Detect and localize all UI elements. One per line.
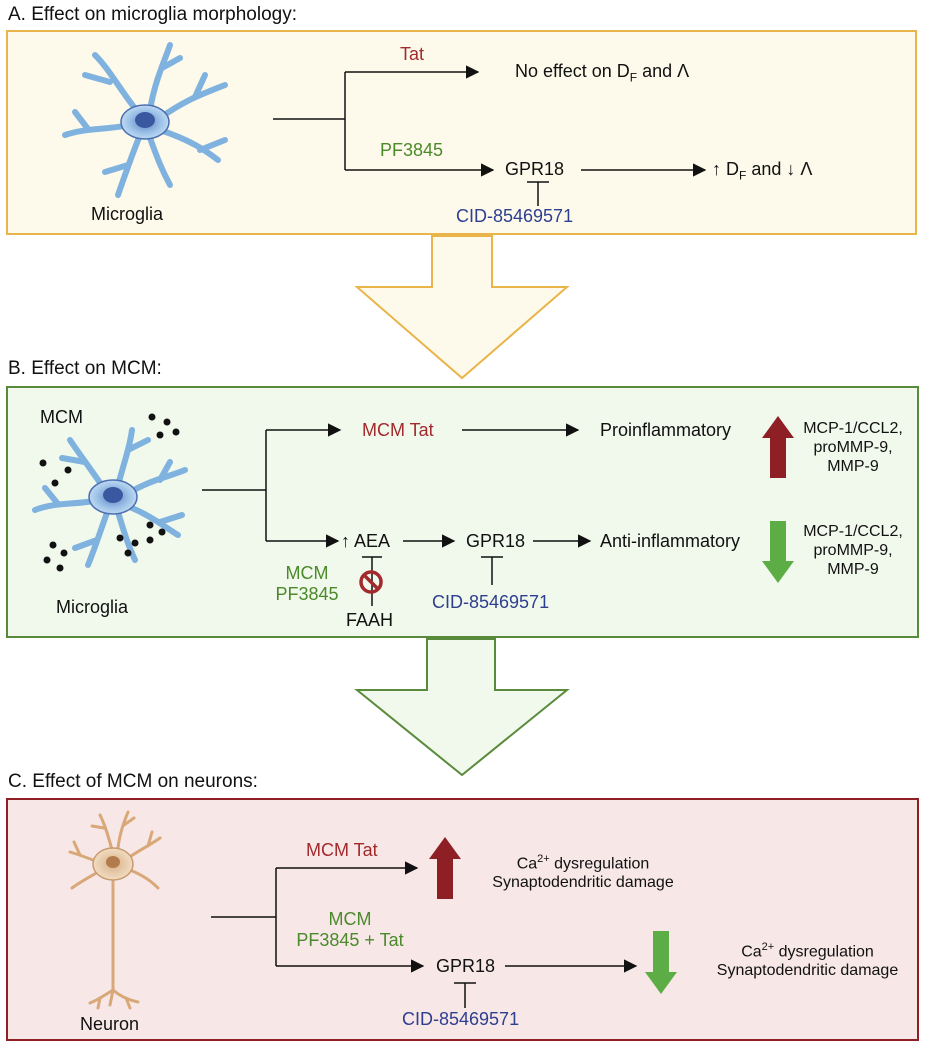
effect-line: Ca2+ dysregulation [516, 853, 650, 873]
microglia-label: Microglia [56, 597, 129, 617]
down-marker-list: MCP-1/CCL2, proMMP-9, MMP-9 [788, 522, 918, 579]
down-arrow-icon [762, 521, 794, 583]
panel-a-title: A. Effect on microglia morphology: [8, 4, 298, 25]
inhibitor-label: CID-85469571 [456, 206, 574, 226]
up-effects: Ca2+ dysregulation Synaptodendritic dama… [488, 850, 678, 892]
up-arrow-icon [762, 416, 794, 478]
neuron-icon [68, 810, 162, 1010]
result-text: ↑ DF and ↓ Λ [712, 159, 813, 183]
inhibitor-label: CID-85469571 [432, 592, 550, 612]
label-line: MCM [328, 909, 372, 929]
transition-arrow-b-to-c [354, 638, 570, 777]
up-arrow-icon [429, 837, 461, 899]
panel-b [6, 386, 919, 638]
panel-b-title: B. Effect on MCM: [8, 358, 162, 379]
microglia-label: Microglia [91, 204, 164, 224]
gpr18-label: GPR18 [505, 159, 565, 179]
effect-line: Ca2+ dysregulation [741, 941, 874, 961]
transition-arrow-a-to-b [354, 235, 570, 380]
anti-inflammatory-label: Anti-inflammatory [600, 531, 741, 551]
panel-c-title: C. Effect of MCM on neurons: [8, 771, 258, 792]
no-effect-text: No effect on DF and Λ [515, 61, 690, 85]
marker: MMP-9 [827, 458, 879, 475]
down-effects: Ca2+ dysregulation Synaptodendritic dama… [700, 938, 915, 980]
label-line: PF3845 + Tat [296, 930, 404, 950]
prohibition-icon [359, 570, 383, 594]
proinflammatory-label: Proinflammatory [600, 420, 732, 440]
mcm-tat-label: MCM Tat [362, 420, 434, 440]
marker: MMP-9 [827, 561, 879, 578]
marker: proMMP-9, [813, 439, 893, 456]
mcm-label: MCM [40, 407, 83, 427]
tat-label: Tat [400, 44, 425, 64]
mcm-pf3845-tat-label: MCM PF3845 + Tat [270, 909, 430, 951]
gpr18-label: GPR18 [466, 531, 526, 551]
mcm-particles [39, 413, 180, 572]
up-marker-list: MCP-1/CCL2, proMMP-9, MMP-9 [788, 419, 918, 476]
down-arrow-icon [645, 931, 677, 994]
marker: MCP-1/CCL2, [803, 420, 903, 437]
effect-line: Synaptodendritic damage [492, 874, 674, 892]
marker: MCP-1/CCL2, [803, 523, 903, 540]
mcm-tat-label: MCM Tat [306, 840, 378, 860]
gpr18-label: GPR18 [436, 956, 496, 976]
neuron-label: Neuron [80, 1014, 140, 1034]
label-line: PF3845 [275, 584, 339, 604]
microglia-icon [62, 42, 228, 198]
mcm-pf3845-label: MCM PF3845 [262, 563, 352, 605]
pf3845-label: PF3845 [380, 140, 444, 160]
aea-label: ↑ AEA [341, 531, 391, 551]
faah-label: FAAH [346, 610, 394, 630]
inhibitor-label: CID-85469571 [402, 1009, 520, 1029]
label-line: MCM [285, 563, 329, 583]
effect-line: Synaptodendritic damage [716, 962, 899, 980]
marker: proMMP-9, [813, 542, 893, 559]
